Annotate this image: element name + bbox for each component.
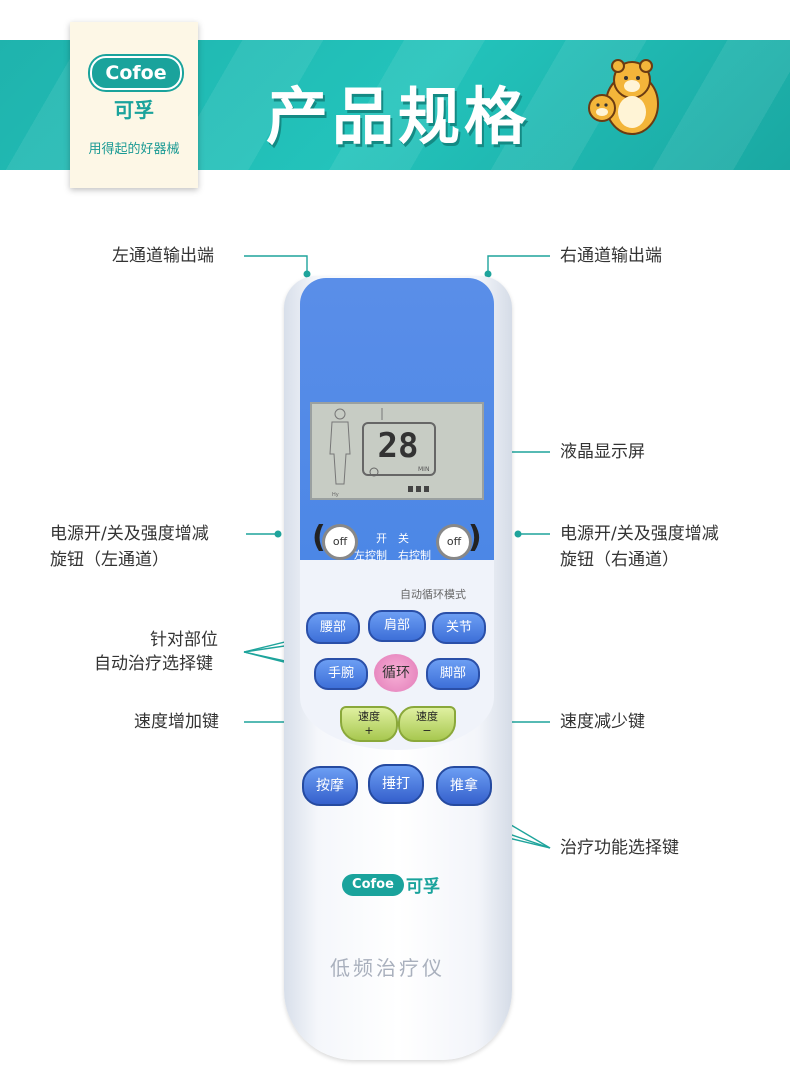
svg-text:Hy: Hy [332, 492, 339, 498]
label-left-knob-line2: 旋钮（左通道） [50, 550, 169, 570]
lcd-value: 28 [377, 426, 419, 466]
lcd-screen: Hy [310, 402, 484, 500]
knob-right[interactable]: off [436, 524, 472, 560]
remote-logo-cn: 可孚 [406, 877, 440, 897]
left-control-label: 左控制 [354, 549, 387, 562]
speed-up-button[interactable]: 速度 + [340, 706, 398, 742]
label-right-knob-line2: 旋钮（右通道） [560, 550, 679, 570]
auto-mode-label: 自动循环模式 [400, 588, 466, 601]
waist-button[interactable]: 腰部 [306, 612, 360, 644]
lcd-min-label: MIN [418, 466, 430, 473]
brand-logo: Cofoe [90, 56, 182, 90]
switch-label: 开 关 [376, 532, 409, 545]
cycle-button[interactable]: 循环 [374, 654, 418, 692]
foot-button[interactable]: 脚部 [426, 658, 480, 690]
label-right-knob-line1: 电源开/关及强度增减 [560, 524, 719, 544]
wrist-button[interactable]: 手腕 [314, 658, 368, 690]
label-speed-up: 速度增加键 [134, 712, 219, 732]
brand-name: 可孚 [114, 98, 154, 122]
label-left-knob-line1: 电源开/关及强度增减 [50, 524, 209, 544]
knead-button[interactable]: 推拿 [436, 766, 492, 806]
lcd-digit-frame [362, 422, 436, 476]
page-title: 产品规格 [266, 80, 531, 153]
massage-button[interactable]: 按摩 [302, 766, 358, 806]
tap-button[interactable]: 捶打 [368, 764, 424, 804]
brand-slogan: 用得起的好器械 [88, 142, 180, 157]
label-lcd: 液晶显示屏 [560, 442, 645, 462]
label-left-output: 左通道输出端 [112, 246, 214, 266]
remote-logo: Cofoe [342, 874, 404, 896]
speed-down-label: 速度 [416, 710, 438, 723]
joint-button[interactable]: 关节 [432, 612, 486, 644]
plus-icon: + [364, 724, 374, 737]
minus-icon: − [422, 724, 432, 737]
label-target-line2: 自动治疗选择键 [94, 654, 213, 674]
label-target-line1: 针对部位 [150, 630, 218, 650]
shoulder-button[interactable]: 肩部 [368, 610, 426, 642]
speed-down-button[interactable]: 速度 − [398, 706, 456, 742]
bear-mascot-icon [588, 59, 659, 135]
label-therapy: 治疗功能选择键 [560, 838, 679, 858]
brand-card: Cofoe 可孚 用得起的好器械 [70, 22, 198, 188]
speed-up-label: 速度 [358, 710, 380, 723]
body-figure-icon: Hy [329, 408, 429, 498]
label-speed-down: 速度减少键 [560, 712, 645, 732]
knob-left[interactable]: off [322, 524, 358, 560]
right-control-label: 右控制 [398, 549, 431, 562]
label-right-output: 右通道输出端 [560, 246, 662, 266]
product-name: 低频治疗仪 [330, 956, 445, 980]
